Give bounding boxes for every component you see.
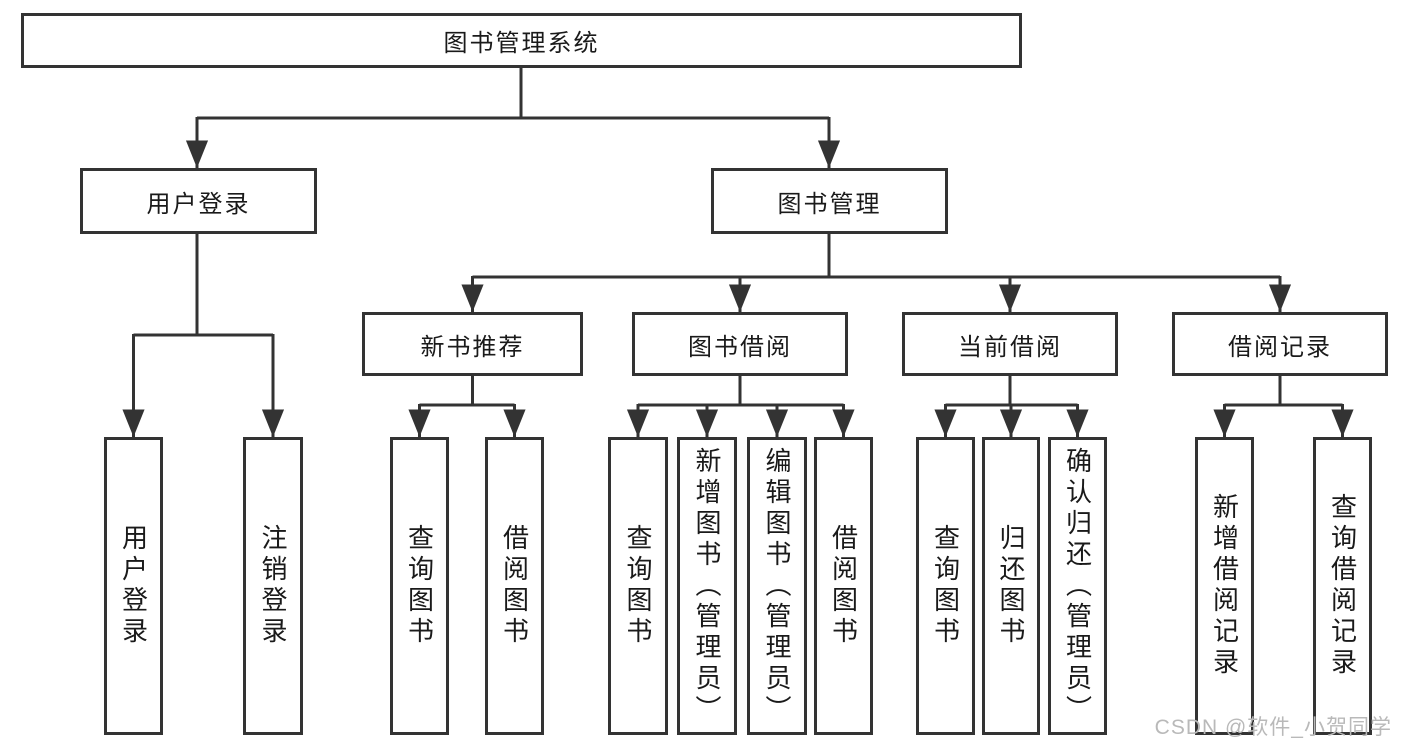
node-leaf-edit-books-admin: 编辑图书（管理员）: [747, 437, 807, 735]
node-leaf-add-books-admin-label: 新增图书（管理员）: [692, 446, 722, 726]
connector-borrow-records-group: [1213, 374, 1354, 437]
node-leaf-return-books: 归还图书: [982, 437, 1040, 735]
node-library-system: 图书管理系统: [21, 13, 1022, 68]
node-user-login: 用户登录: [80, 168, 317, 234]
node-book-management-label: 图书管理: [777, 190, 882, 218]
node-leaf-query-borrow-record: 查询借阅记录: [1313, 437, 1372, 735]
node-leaf-query-books-2-label: 查询图书: [623, 524, 653, 648]
connector-book-management-to-level3: [461, 231, 1292, 312]
node-leaf-query-books-3-label: 查询图书: [930, 524, 961, 648]
node-leaf-query-books-1-label: 查询图书: [404, 524, 435, 648]
node-leaf-query-borrow-record-label: 查询借阅记录: [1327, 493, 1358, 679]
node-library-system-label: 图书管理系统: [443, 30, 600, 57]
node-borrow-records-label: 借阅记录: [1228, 333, 1332, 361]
node-leaf-query-books-1: 查询图书: [390, 437, 449, 735]
node-leaf-return-books-label: 归还图书: [996, 524, 1026, 648]
node-leaf-user-login-label: 用户登录: [118, 524, 149, 648]
connector-new-books-group: [408, 374, 526, 437]
node-leaf-confirm-return-admin-label: 确认归还（管理员）: [1062, 446, 1093, 726]
node-leaf-logout: 注销登录: [243, 437, 303, 735]
node-leaf-confirm-return-admin: 确认归还（管理员）: [1048, 437, 1107, 735]
node-leaf-user-login: 用户登录: [104, 437, 163, 735]
connector-current-borrow-group: [934, 374, 1089, 437]
node-user-login-label: 用户登录: [146, 190, 251, 218]
node-book-management: 图书管理: [711, 168, 948, 234]
node-book-borrow-label: 图书借阅: [688, 333, 792, 361]
node-book-borrow: 图书借阅: [632, 312, 848, 376]
connector-book-borrow-group: [626, 374, 855, 437]
connector-user-login-group: [122, 231, 285, 437]
node-leaf-borrow-books-1-label: 借阅图书: [499, 524, 530, 648]
node-leaf-borrow-books-2: 借阅图书: [814, 437, 873, 735]
connector-root-to-level2: [185, 66, 841, 168]
node-leaf-add-borrow-record-label: 新增借阅记录: [1209, 493, 1240, 679]
node-leaf-query-books-3: 查询图书: [916, 437, 975, 735]
node-borrow-records: 借阅记录: [1172, 312, 1388, 376]
node-new-book-recommend: 新书推荐: [362, 312, 583, 376]
node-leaf-add-borrow-record: 新增借阅记录: [1195, 437, 1254, 735]
node-leaf-borrow-books-2-label: 借阅图书: [828, 524, 859, 648]
node-leaf-add-books-admin: 新增图书（管理员）: [677, 437, 737, 735]
node-leaf-borrow-books-1: 借阅图书: [485, 437, 544, 735]
watermark: CSDN @软件_小贺同学: [1154, 716, 1392, 739]
node-current-borrow: 当前借阅: [902, 312, 1118, 376]
node-leaf-edit-books-admin-label: 编辑图书（管理员）: [762, 446, 792, 726]
node-leaf-logout-label: 注销登录: [258, 524, 288, 648]
node-leaf-query-books-2: 查询图书: [608, 437, 668, 735]
node-current-borrow-label: 当前借阅: [958, 333, 1062, 361]
node-new-book-recommend-label: 新书推荐: [420, 333, 525, 361]
